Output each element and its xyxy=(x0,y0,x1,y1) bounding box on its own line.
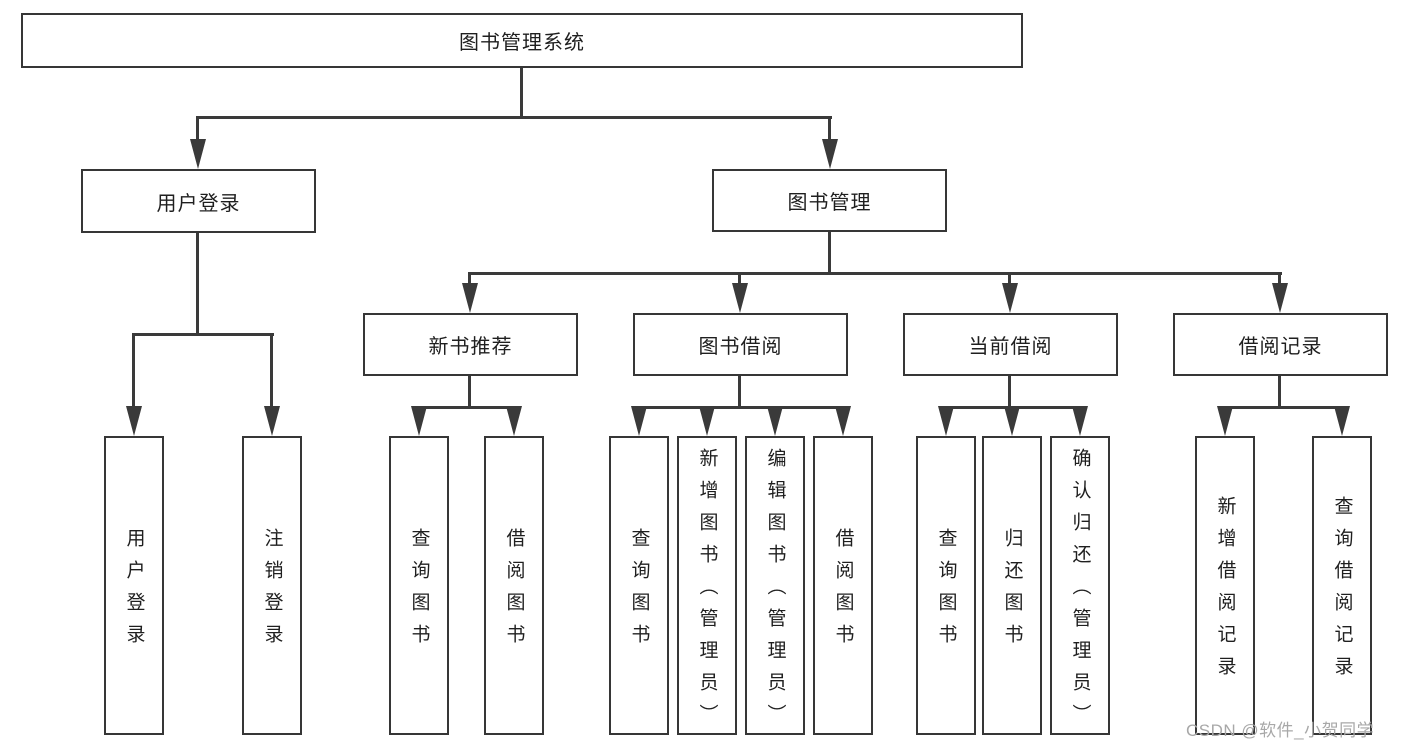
connector-line xyxy=(468,272,471,286)
connector-line xyxy=(196,116,199,144)
node-user-login: 用户登录 xyxy=(81,169,316,233)
leaf-return-books: 归还图书 xyxy=(982,436,1042,735)
leaf-label: 新增借阅记录 xyxy=(1214,496,1236,688)
node-label: 用户登录 xyxy=(156,192,241,215)
node-label: 借阅记录 xyxy=(1238,336,1323,358)
leaf-add-books-admin: 新增图书（管理员） xyxy=(677,436,737,736)
leaf-user-login: 用户登录 xyxy=(104,436,164,735)
node-label: 新书推荐 xyxy=(428,336,513,358)
node-label: 当前借阅 xyxy=(968,336,1053,358)
arrow-down-icon xyxy=(506,406,522,436)
connector-line xyxy=(1278,376,1281,409)
connector-line xyxy=(520,68,523,118)
node-library-management-system: 图书管理系统 xyxy=(21,13,1023,68)
connector-line xyxy=(196,116,832,119)
connector-line xyxy=(132,333,274,336)
arrow-down-icon xyxy=(1272,283,1288,313)
leaf-edit-books-admin: 编辑图书（管理员） xyxy=(745,436,805,736)
leaf-query-books-2: 查询图书 xyxy=(609,436,669,735)
arrow-down-icon xyxy=(1002,283,1018,313)
arrow-down-icon xyxy=(411,406,427,436)
leaf-label: 确认归还（管理员） xyxy=(1069,448,1091,736)
connector-line xyxy=(828,116,831,144)
node-label: 图书管理 xyxy=(787,192,872,214)
node-book-management: 图书管理 xyxy=(712,169,947,232)
connector-line xyxy=(828,232,831,275)
leaf-label: 编辑图书（管理员） xyxy=(764,448,786,736)
leaf-add-borrow-record: 新增借阅记录 xyxy=(1195,436,1255,735)
leaf-label: 注销登录 xyxy=(261,528,283,656)
node-label: 图书管理系统 xyxy=(459,32,585,54)
arrow-down-icon xyxy=(699,406,715,436)
leaf-borrow-books-2: 借阅图书 xyxy=(813,436,873,735)
leaf-query-books-3: 查询图书 xyxy=(916,436,976,735)
leaf-confirm-return-admin: 确认归还（管理员） xyxy=(1050,436,1110,736)
connector-line xyxy=(637,406,846,409)
connector-line xyxy=(1008,272,1011,286)
arrow-down-icon xyxy=(1334,406,1350,436)
leaf-label: 新增图书（管理员） xyxy=(696,448,718,736)
node-borrowing-records: 借阅记录 xyxy=(1173,313,1388,376)
connector-line xyxy=(270,333,273,409)
leaf-query-books-1: 查询图书 xyxy=(389,436,449,735)
node-book-borrowing: 图书借阅 xyxy=(633,313,848,376)
arrow-down-icon xyxy=(835,406,851,436)
connector-line xyxy=(132,333,135,409)
leaf-label: 借阅图书 xyxy=(832,528,854,656)
node-new-book-recommendation: 新书推荐 xyxy=(363,313,578,376)
watermark: CSDN @软件_小贺同学 xyxy=(1186,721,1375,740)
node-current-borrowing: 当前借阅 xyxy=(903,313,1118,376)
leaf-borrow-books-1: 借阅图书 xyxy=(484,436,544,735)
leaf-label: 查询借阅记录 xyxy=(1331,496,1353,688)
connector-line xyxy=(738,272,741,286)
connector-line xyxy=(468,272,1282,275)
connector-line xyxy=(468,376,471,409)
node-label: 图书借阅 xyxy=(698,336,783,358)
arrow-down-icon xyxy=(1072,406,1088,436)
leaf-label: 查询图书 xyxy=(935,528,957,656)
arrow-down-icon xyxy=(462,283,478,313)
leaf-logout: 注销登录 xyxy=(242,436,302,735)
connector-line xyxy=(1278,272,1281,286)
connector-line xyxy=(1223,406,1345,409)
leaf-label: 查询图书 xyxy=(408,528,430,656)
arrow-down-icon xyxy=(264,406,280,436)
arrow-down-icon xyxy=(822,139,838,169)
arrow-down-icon xyxy=(631,406,647,436)
arrow-down-icon xyxy=(126,406,142,436)
connector-line xyxy=(1008,376,1011,409)
arrow-down-icon xyxy=(767,406,783,436)
connector-line xyxy=(196,233,199,336)
arrow-down-icon xyxy=(938,406,954,436)
leaf-label: 查询图书 xyxy=(628,528,650,656)
arrow-down-icon xyxy=(732,283,748,313)
arrow-down-icon xyxy=(1217,406,1233,436)
leaf-query-borrow-record: 查询借阅记录 xyxy=(1312,436,1372,735)
leaf-label: 归还图书 xyxy=(1001,528,1023,656)
leaf-label: 用户登录 xyxy=(123,528,145,656)
leaf-label: 借阅图书 xyxy=(503,528,525,656)
arrow-down-icon xyxy=(190,139,206,169)
connector-line xyxy=(417,406,517,409)
connector-line xyxy=(738,376,741,409)
arrow-down-icon xyxy=(1004,406,1020,436)
